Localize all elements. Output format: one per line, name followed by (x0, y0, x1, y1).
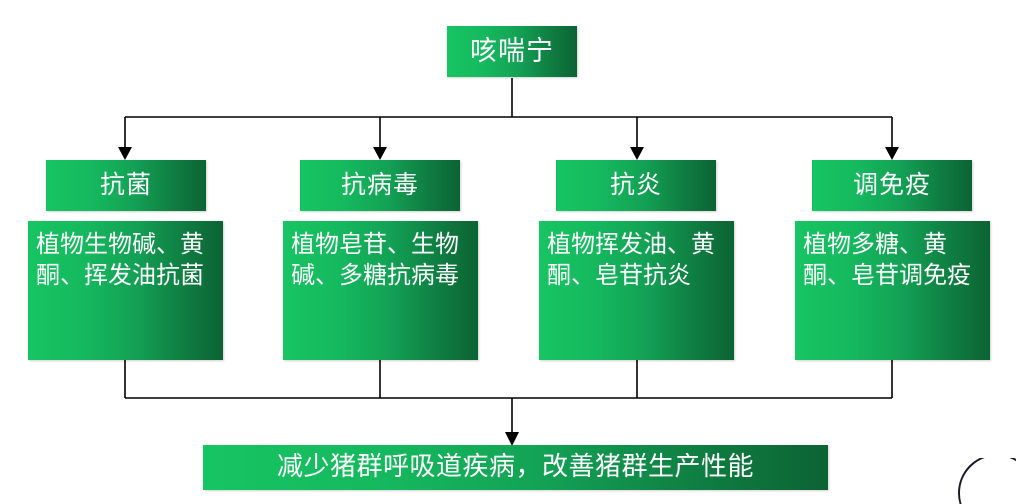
node-header-antibacterial[interactable]: 抗菌 (46, 160, 206, 211)
node-header-immunomodulation[interactable]: 调免疫 (812, 160, 972, 211)
node-body-antiviral[interactable]: 植物皂苷、生物碱、多糖抗病毒 (283, 221, 478, 360)
node-header-label: 抗病毒 (340, 170, 419, 200)
node-title-label: 咳喘宁 (470, 35, 554, 67)
circle-arc-decoration (958, 458, 1016, 504)
node-body-immunomodulation[interactable]: 植物多糖、黄酮、皂苷调免疫 (795, 221, 990, 360)
node-body-label: 植物多糖、黄酮、皂苷调免疫 (803, 230, 971, 289)
node-outcome-label: 减少猪群呼吸道疾病，改善猪群生产性能 (276, 452, 754, 483)
decorative-arc-clip (956, 458, 1016, 504)
node-body-label: 植物生物碱、黄酮、挥发油抗菌 (36, 230, 204, 289)
node-body-label: 植物挥发油、黄酮、皂苷抗炎 (547, 230, 715, 289)
node-title-kechuanning[interactable]: 咳喘宁 (447, 26, 577, 77)
node-body-label: 植物皂苷、生物碱、多糖抗病毒 (291, 230, 459, 289)
node-header-antiinflammatory[interactable]: 抗炎 (556, 160, 716, 211)
node-body-antiinflammatory[interactable]: 植物挥发油、黄酮、皂苷抗炎 (539, 221, 734, 360)
node-header-label: 抗菌 (99, 170, 152, 200)
node-outcome[interactable]: 减少猪群呼吸道疾病，改善猪群生产性能 (203, 445, 828, 490)
node-header-label: 抗炎 (609, 170, 662, 200)
node-header-label: 调免疫 (852, 170, 931, 200)
node-body-antibacterial[interactable]: 植物生物碱、黄酮、挥发油抗菌 (28, 221, 223, 360)
node-header-antiviral[interactable]: 抗病毒 (300, 160, 460, 211)
